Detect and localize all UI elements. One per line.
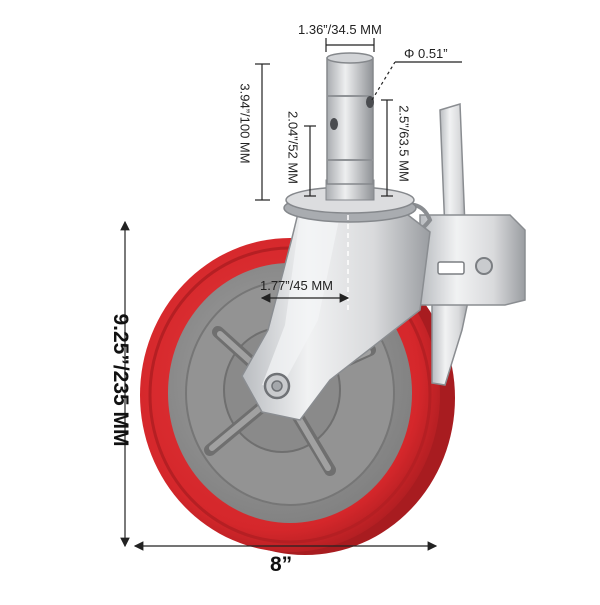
stem-top [326,52,374,64]
label-stem-diameter: 1.36”/34.5 MM [298,22,382,37]
stem-hole-lower [330,118,338,130]
dimension-lines [120,38,462,551]
label-stem-length: 3.94”/100 MM [237,83,253,164]
label-hole-spacing: 2.04”/52 MM [285,111,301,184]
axle-center [271,380,283,392]
label-wheel-diameter: 8” [270,553,293,576]
brake-slot [437,261,465,275]
stem [326,52,374,185]
label-overall-height: 9.25”/235 MM [109,313,132,447]
dim-hole-leader [371,61,396,101]
brake-bracket [419,214,526,306]
label-axle-offset: 1.77”/45 MM [260,278,333,293]
label-stem-hole-length: 2.5”/63.5 MM [396,105,412,182]
swivel-plate [283,179,417,223]
brake-bolt [475,257,493,275]
label-hole-diameter: Φ 0.51” [404,46,448,61]
brake-assembly [387,103,526,386]
